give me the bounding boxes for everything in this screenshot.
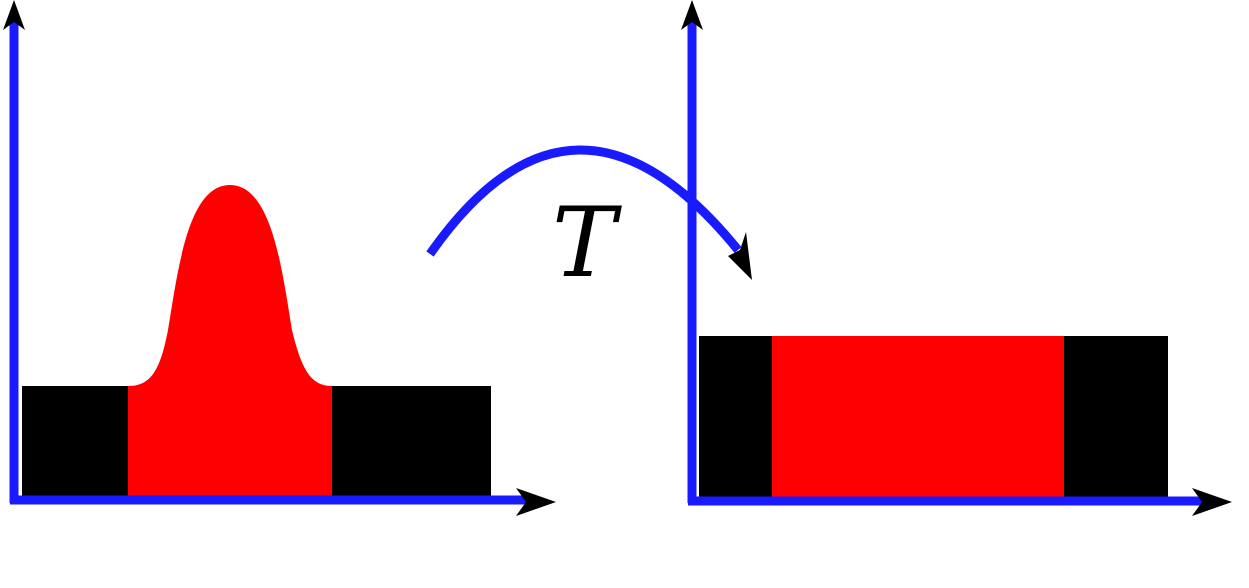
left-x-axis-arrowhead xyxy=(516,488,556,516)
right-red-flat-region xyxy=(772,336,1064,497)
mapping-arrow: T xyxy=(426,145,752,299)
right-black-region-left xyxy=(699,336,772,497)
right-x-axis-arrowhead xyxy=(1192,488,1232,516)
right-y-axis-arrowhead xyxy=(681,0,703,30)
right-black-region-right xyxy=(1064,336,1168,497)
left-red-peak-region xyxy=(128,185,332,497)
left-black-region-left xyxy=(22,386,128,497)
left-black-region-right xyxy=(332,386,491,497)
left-panel xyxy=(3,0,556,516)
curved-arrow-head xyxy=(728,232,752,280)
left-y-axis-arrowhead xyxy=(3,0,25,30)
mapping-label: T xyxy=(552,187,622,299)
right-panel xyxy=(681,0,1232,516)
